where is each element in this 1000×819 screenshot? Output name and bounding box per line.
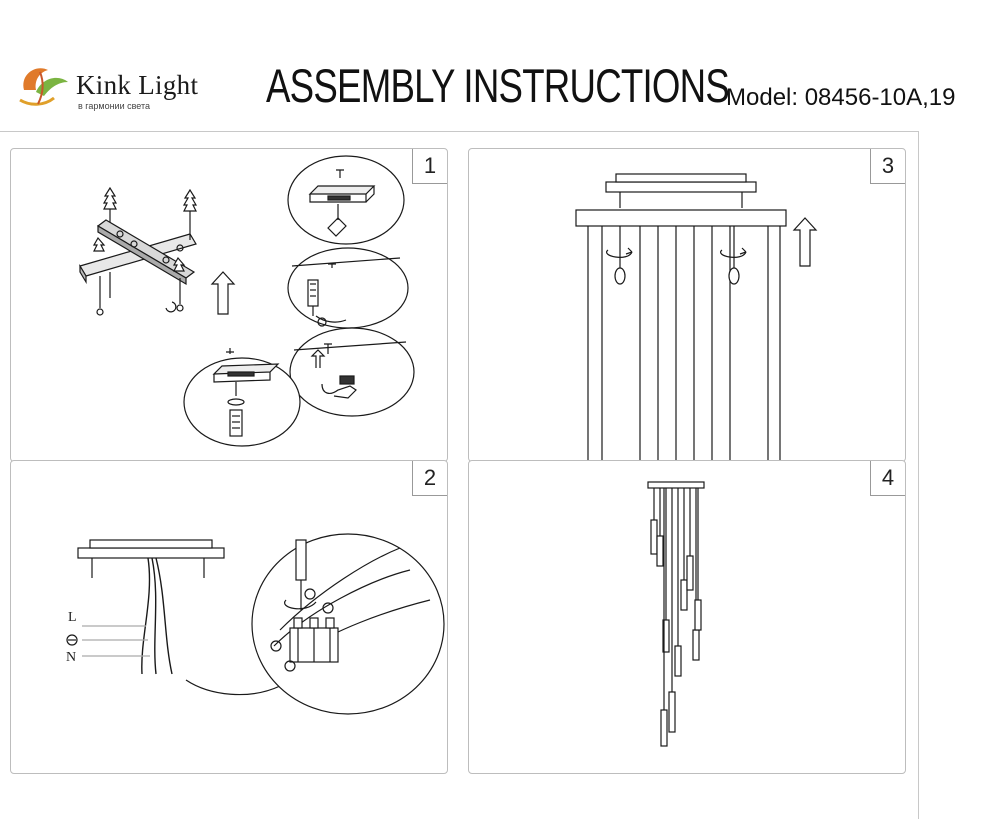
step-1-number: 1 — [412, 149, 447, 184]
step-3-illustration — [575, 173, 818, 460]
step-4-panel: 4 — [468, 460, 906, 774]
model-number: Model: 08456-10A,19 — [726, 84, 956, 111]
cross-bracket-icon — [79, 186, 198, 316]
step-3-panel: 3 — [468, 148, 906, 462]
live-wire-label: L — [68, 610, 77, 625]
sheet-divider-vertical — [918, 131, 919, 819]
step-3-number: 3 — [870, 149, 905, 184]
step-1-illustration — [79, 155, 415, 447]
up-arrow-icon — [792, 217, 818, 267]
brand-name: Kink Light — [76, 70, 199, 100]
brand-logo-icon — [19, 68, 68, 106]
step-4-number: 4 — [870, 461, 905, 496]
sheet-divider — [0, 131, 918, 132]
page-title: ASSEMBLY INSTRUCTIONS — [266, 59, 730, 112]
brand-tagline: в гармонии света — [78, 101, 151, 111]
step-2-illustration — [66, 533, 445, 715]
neutral-wire-label: N — [66, 650, 77, 665]
up-arrow-icon — [210, 271, 236, 315]
step-2-number: 2 — [412, 461, 447, 496]
step-4-illustration — [647, 481, 705, 747]
